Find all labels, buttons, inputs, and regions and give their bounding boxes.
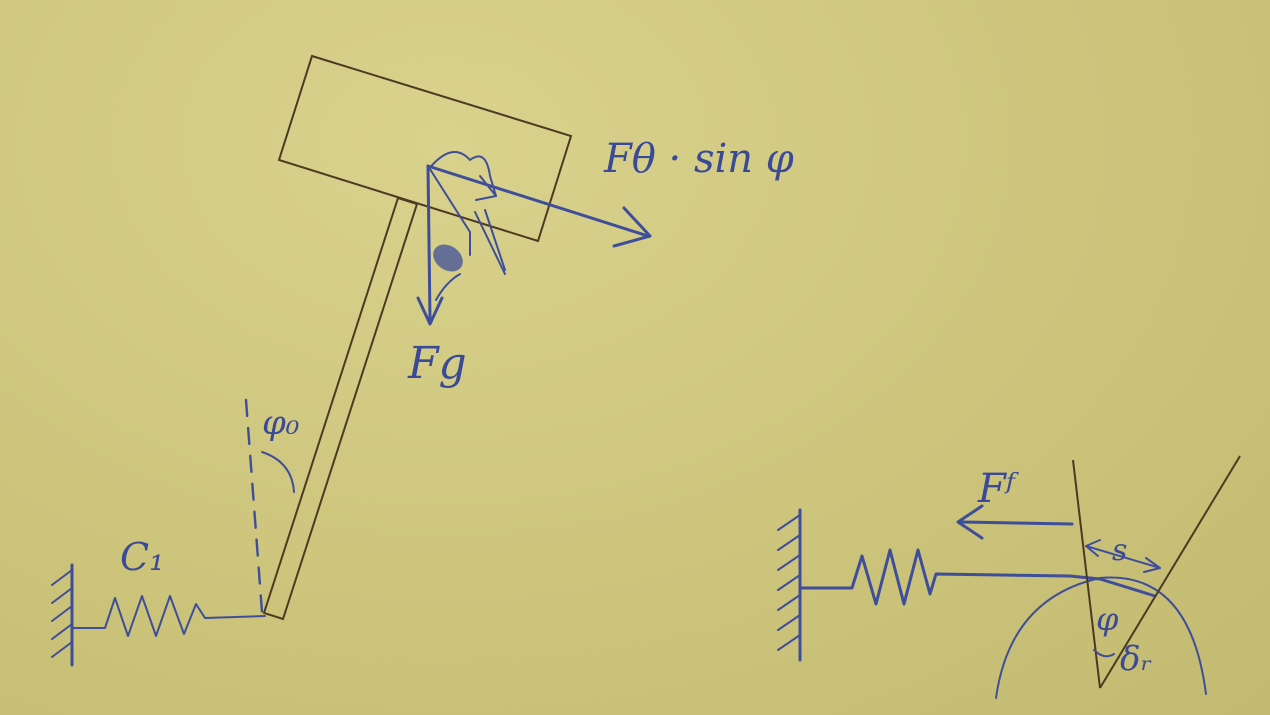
centre-scribbles (427, 151, 506, 301)
label-contact-s: s (1112, 533, 1127, 568)
spring-right (798, 548, 1157, 606)
hammer-handle (262, 196, 419, 621)
label-initial-angle: φ₀ (262, 403, 300, 443)
contact-vertical-line (1072, 459, 1101, 689)
s-dimension (1085, 539, 1161, 573)
spring-left (71, 595, 266, 637)
label-force-weight: Fg (407, 338, 467, 389)
contact-angle-arc (1093, 649, 1115, 658)
friction-vector (956, 504, 1074, 540)
wall-left (51, 563, 74, 667)
force-sin-vector (426, 164, 652, 248)
weight-vector (416, 164, 444, 326)
label-spring-constant: C₁ (120, 535, 164, 579)
contact-inclined-line (1099, 455, 1241, 689)
label-force-sin: Fθ · sin φ (603, 136, 794, 182)
initial-angle-arc (261, 451, 295, 493)
hammer-head (277, 54, 573, 243)
label-contact-angle: φ (1096, 600, 1119, 638)
label-contact-delta: δᵣ (1120, 639, 1152, 679)
vertical-reference-line (244, 398, 264, 614)
label-friction-force: Fᶠ (977, 466, 1020, 512)
wall-right (777, 508, 802, 662)
wheel-arc (995, 576, 1207, 699)
